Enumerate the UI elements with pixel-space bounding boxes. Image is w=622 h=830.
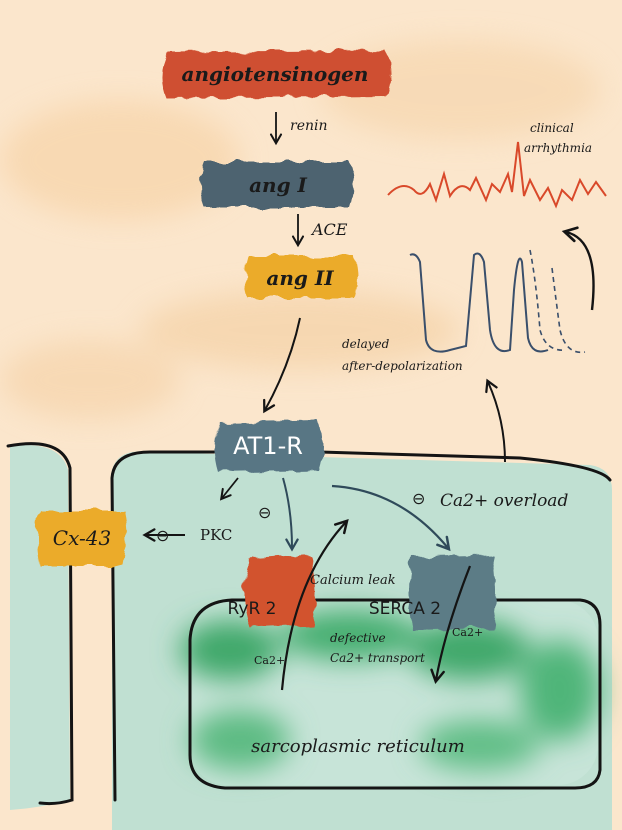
defective-label-line2: Ca2+ transport	[330, 651, 425, 665]
inhibit-icon-pkc: ⊖	[156, 526, 169, 545]
sarcoplasmic-reticulum-label: sarcoplasmic reticulum	[251, 736, 465, 757]
ang1-label: ang I	[249, 173, 307, 197]
cx43-label: Cx-43	[53, 526, 111, 550]
ace-label: ACE	[310, 220, 348, 239]
overload-to-dad-arrow	[485, 378, 506, 463]
cx43-node: Cx-43	[37, 510, 127, 566]
cell-membrane	[110, 450, 612, 802]
dad-dashed-trace	[529, 249, 586, 354]
serca-transport-arrow	[430, 565, 472, 684]
at1r-to-pkc-arrow	[219, 477, 239, 501]
background-wash	[0, 40, 600, 420]
calcium-leak-label: Calcium leak	[310, 573, 396, 588]
ca-left-label: Ca2+	[254, 654, 285, 667]
dad-to-arrhythmia-arrow	[561, 226, 595, 311]
ang1-node: ang I	[200, 162, 354, 208]
serca2-label: SERCA 2	[369, 599, 441, 619]
at1r-to-ryr2-arrow	[282, 477, 299, 552]
ecg-trace	[387, 141, 607, 209]
pkc-label: PKC	[200, 526, 232, 544]
serca2-node: SERCA 2	[369, 554, 496, 630]
neighbour-cell-membrane	[6, 442, 74, 806]
at1r-node: AT1-R	[214, 420, 322, 472]
inhibit-icon-ryr2: ⊖	[258, 503, 271, 522]
ca-overload-label: Ca2+ overload	[440, 491, 568, 511]
delayed-label-line1: delayed	[342, 337, 390, 351]
at1r-label: AT1-R	[233, 432, 303, 460]
delayed-label-line2: after-depolarization	[342, 359, 463, 373]
clinical-label-line1: clinical	[530, 121, 574, 135]
inhibit-icon-overload: ⊖	[412, 489, 425, 508]
reticulum-fill	[180, 600, 600, 785]
reticulum-membrane	[188, 598, 602, 790]
at1r-to-serca2-arrow	[331, 484, 451, 552]
defective-label-line1: defective	[330, 631, 386, 645]
calcium-leak-arrow	[280, 519, 349, 691]
ang2-to-at1r-arrow	[263, 317, 301, 414]
angiotensinogen-label: angiotensinogen	[182, 62, 369, 86]
action-potential-trace	[409, 252, 549, 353]
ryr2-label: RyR 2	[228, 599, 277, 619]
clinical-label-line2: arrhythmia	[524, 141, 592, 155]
angiotensinogen-node: angiotensinogen	[161, 50, 390, 98]
neighbour-cell-fill	[10, 445, 70, 810]
ca-right-label: Ca2+	[452, 626, 483, 639]
ang2-node: ang II	[245, 256, 357, 298]
ang2-label: ang II	[266, 266, 334, 290]
renin-label: renin	[290, 118, 328, 134]
